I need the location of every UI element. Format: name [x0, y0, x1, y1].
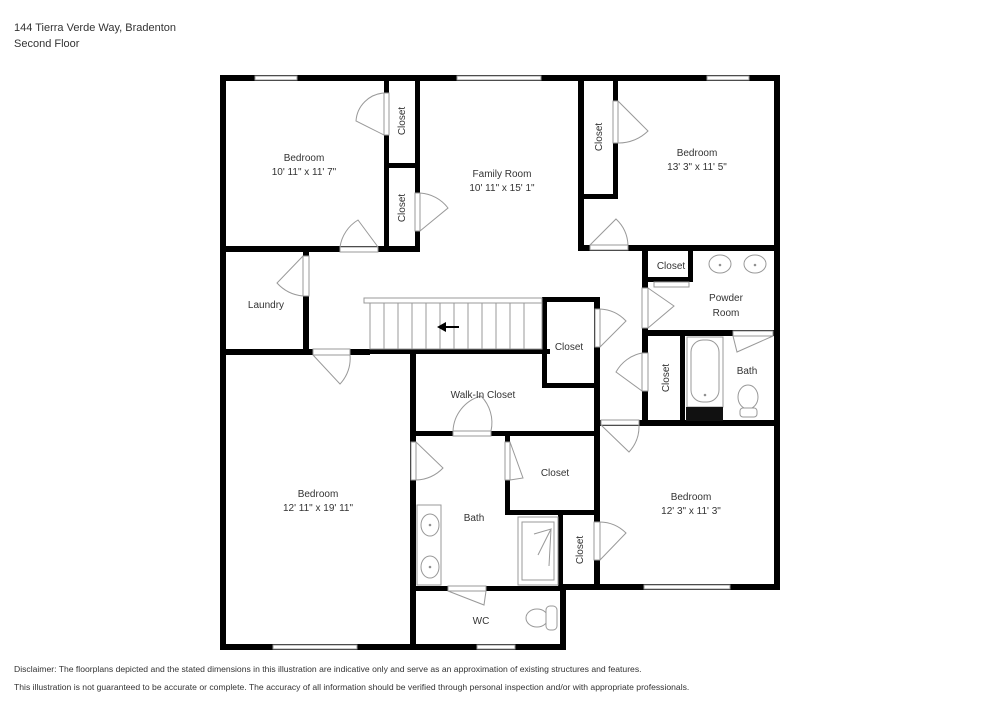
room-label-powder-room-1: Powder: [709, 293, 744, 304]
shower-icon: [517, 516, 559, 586]
room-label-bedroom-ne: Bedroom: [677, 148, 718, 159]
bathtub-icon: [686, 336, 724, 421]
sink-icon: [743, 254, 767, 274]
room-label-wc: WC: [473, 616, 490, 627]
fixtures: [416, 254, 767, 631]
room-label-family-room: Family Room: [473, 169, 532, 180]
toilet-icon: [737, 384, 759, 418]
room-label-bath-east: Bath: [737, 366, 758, 377]
room-label-closet-stair: Closet: [555, 342, 584, 353]
room-dims-family-room: 10' 11" x 15' 1": [469, 183, 535, 194]
room-label-closet-master: Closet: [541, 468, 570, 479]
room-label-bath-master: Bath: [464, 513, 485, 524]
doors: [276, 92, 774, 606]
room-label-closet-se: Closet: [575, 536, 586, 565]
toilet-icon: [525, 605, 558, 631]
floor-label: Second Floor: [14, 38, 80, 50]
room-dims-bedroom-nw: 10' 11" x 11' 7": [272, 167, 337, 178]
property-address: 144 Tierra Verde Way, Bradenton: [14, 22, 177, 34]
room-dims-bedroom-sw: 12' 11" x 19' 11": [283, 503, 353, 514]
sink-icon: [420, 555, 440, 579]
windows: [254, 75, 750, 650]
room-dims-bedroom-se: 12' 3" x 11' 3": [661, 506, 721, 517]
room-label-closet-nw-bottom: Closet: [397, 194, 408, 223]
room-label-laundry: Laundry: [248, 300, 284, 311]
vanity: [416, 504, 442, 586]
sink-icon: [708, 254, 732, 274]
room-label-closet-ne: Closet: [594, 123, 605, 152]
room-label-bedroom-sw: Bedroom: [298, 489, 339, 500]
room-label-powder-room-2: Room: [713, 308, 740, 319]
room-label-closet-hall: Closet: [661, 364, 672, 393]
sink-icon: [420, 513, 440, 537]
disclaimer-line-2: This illustration is not guaranteed to b…: [14, 682, 690, 692]
room-label-bedroom-se: Bedroom: [671, 492, 712, 503]
room-label-closet-nw-top: Closet: [397, 107, 408, 136]
disclaimer-line-1: Disclaimer: The floorplans depicted and …: [14, 664, 642, 674]
room-label-closet-powder: Closet: [657, 261, 686, 272]
room-label-walk-in-closet: Walk-In Closet: [451, 390, 516, 401]
arrow-left-icon: [437, 322, 459, 332]
staircase: [363, 297, 543, 350]
room-dims-bedroom-ne: 13' 3" x 11' 5": [667, 162, 727, 173]
room-labels: Bedroom 10' 11" x 11' 7" Closet Closet F…: [248, 107, 757, 627]
room-label-bedroom-nw: Bedroom: [284, 153, 325, 164]
